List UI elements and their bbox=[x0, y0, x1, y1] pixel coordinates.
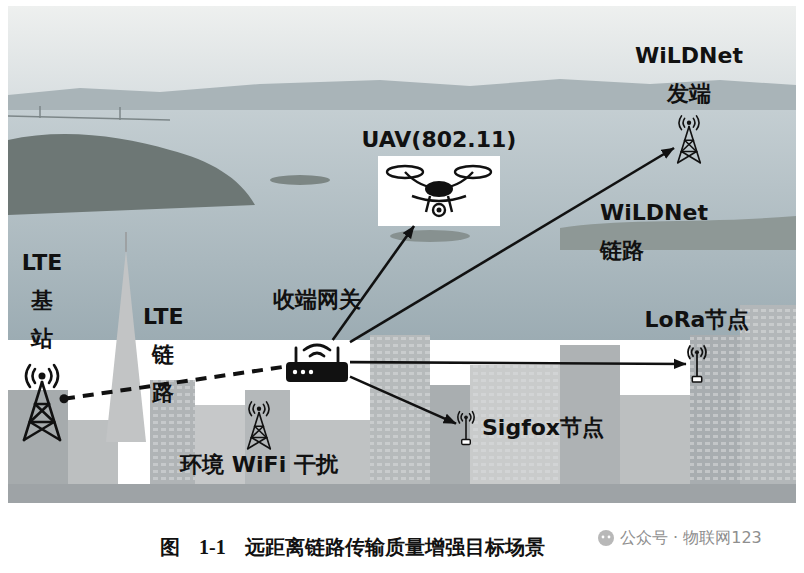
bridge bbox=[8, 116, 170, 120]
device-label: Sigfox节点 bbox=[482, 414, 604, 442]
device-label: 环境 WiFi 干扰 bbox=[180, 451, 338, 479]
city bbox=[370, 335, 430, 503]
city bbox=[106, 250, 146, 442]
bridge bbox=[119, 107, 121, 120]
device-node: 收端网关 bbox=[284, 340, 350, 384]
hillside bbox=[8, 134, 255, 215]
device-label: UAV(802.11) bbox=[362, 126, 517, 154]
device-node: WiLDNet 发端 bbox=[674, 114, 704, 164]
link-arrow bbox=[350, 362, 686, 364]
link-arrow bbox=[350, 377, 456, 424]
link-end-dot bbox=[60, 394, 69, 403]
link-label: WiLDNet 链路 bbox=[600, 194, 708, 270]
device-node: Sigfox节点 bbox=[456, 404, 476, 452]
sigfox-antenna-icon bbox=[458, 412, 474, 445]
drone-icon bbox=[437, 208, 442, 213]
wildnet-tower-icon bbox=[678, 116, 701, 163]
bridge bbox=[8, 106, 170, 120]
device-node: LTE 基站 bbox=[20, 362, 64, 442]
drone-icon bbox=[426, 196, 430, 212]
device-node: LoRa节点 bbox=[686, 344, 708, 384]
device-node: 环境 WiFi 干扰 bbox=[244, 400, 274, 450]
drone-icon bbox=[433, 204, 445, 216]
drone-icon bbox=[448, 196, 452, 212]
device-node: UAV(802.11) bbox=[378, 156, 500, 226]
city bbox=[740, 305, 796, 503]
device-label: WiLDNet 发端 bbox=[635, 37, 743, 113]
bridge bbox=[39, 106, 41, 118]
wifi-tower-icon bbox=[248, 402, 271, 449]
link-arrow bbox=[333, 226, 414, 340]
city bbox=[740, 305, 796, 503]
drone-icon bbox=[378, 156, 500, 226]
watermark-icon bbox=[598, 530, 614, 546]
island bbox=[390, 230, 470, 242]
lte-tower-icon bbox=[24, 365, 60, 440]
device-label: LTE 基站 bbox=[22, 244, 62, 358]
drone-icon bbox=[425, 181, 453, 197]
city bbox=[370, 335, 430, 503]
watermark-icon bbox=[608, 536, 611, 539]
link-label: LTE 链路 bbox=[143, 298, 183, 412]
watermark-icon bbox=[598, 530, 614, 546]
city bbox=[8, 484, 796, 503]
device-label: LoRa节点 bbox=[645, 306, 750, 334]
drone-icon bbox=[378, 156, 500, 226]
watermark: 公众号 · 物联网123 bbox=[620, 528, 762, 549]
figure-caption: 图 1-1 远距离链路传输质量增强目标场景 bbox=[160, 534, 545, 561]
island bbox=[270, 175, 330, 185]
city bbox=[125, 232, 127, 252]
sky bbox=[8, 6, 796, 126]
device-label: 收端网关 bbox=[273, 286, 361, 314]
lora-antenna-icon bbox=[688, 346, 706, 382]
watermark-icon bbox=[602, 536, 605, 539]
city bbox=[8, 232, 796, 503]
gateway-router-icon bbox=[286, 345, 348, 382]
